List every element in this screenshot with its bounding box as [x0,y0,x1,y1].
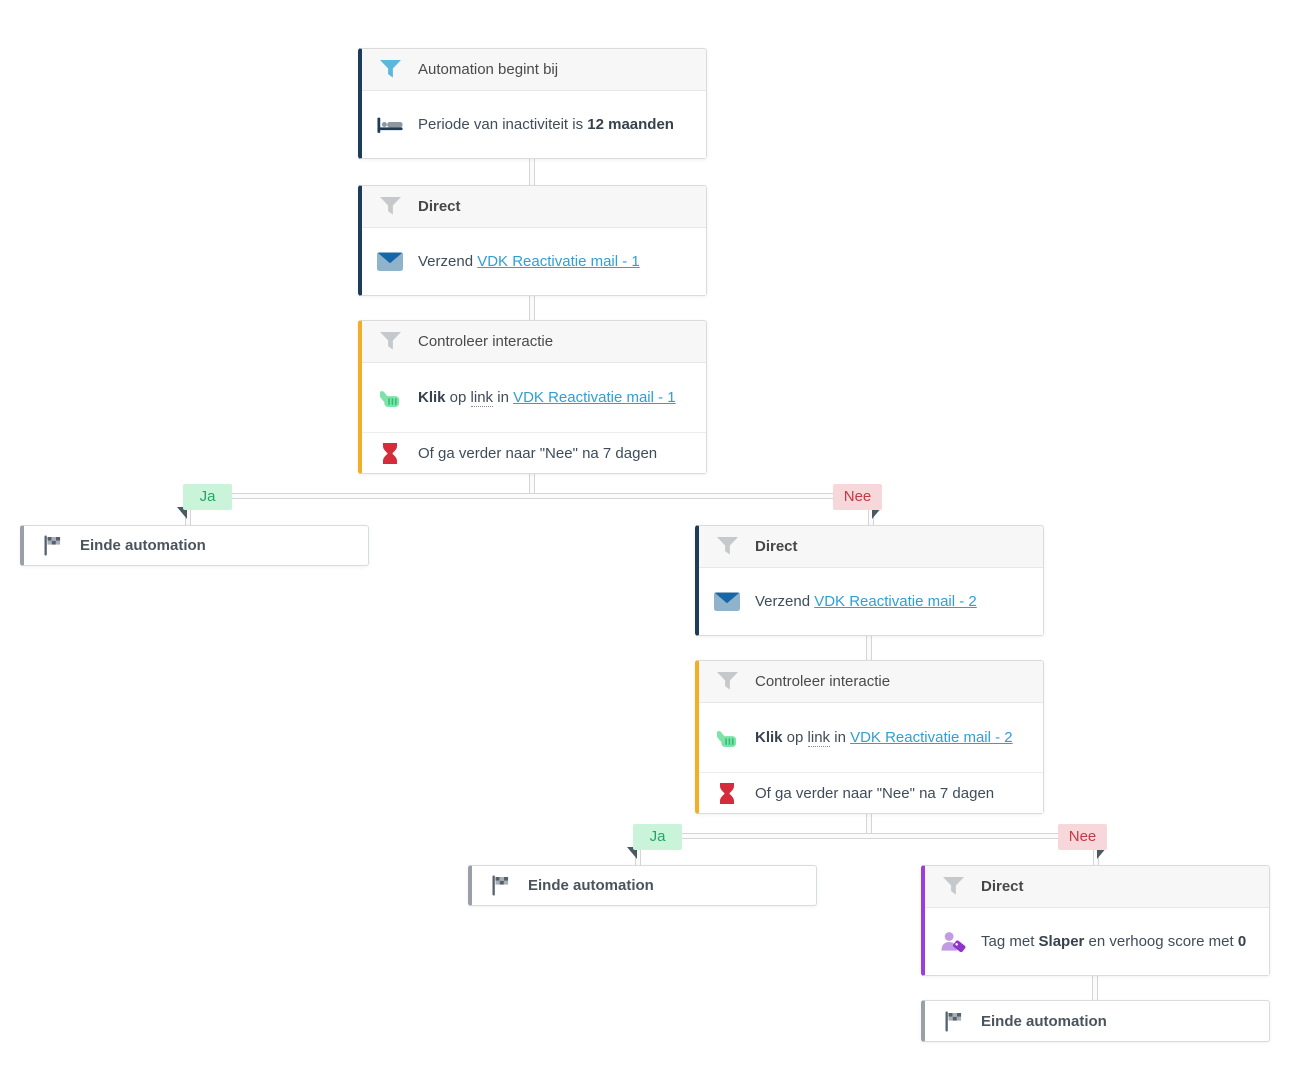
arrow-down-icon [177,507,187,519]
funnel-icon [377,59,403,80]
node-end-automation-left[interactable]: Einde automation [20,525,369,566]
arrow-down-icon [627,847,637,859]
tag-action-text: Tag met Slaper en verhoog score met 0 [981,933,1247,950]
branch1-no-label: Nee [833,484,882,510]
email-link[interactable]: VDK Reactivatie mail - 1 [477,253,640,270]
node-header: Direct [699,526,1043,568]
branch2-no-label: Nee [1058,824,1107,850]
node-automation-start[interactable]: Automation begint bij Periode van inacti… [358,48,707,159]
email-link[interactable]: VDK Reactivatie mail - 2 [850,729,1013,746]
click-condition-text: Klik op link in VDK Reactivatie mail - 2 [755,729,1013,747]
node-end-automation-bottom[interactable]: Einde automation [921,1000,1270,1042]
node-header: Automation begint bij [362,49,706,91]
node-header: Controleer interactie [699,661,1043,703]
click-condition-row: Klik op link in VDK Reactivatie mail - 1 [362,363,706,432]
node-header: Direct [925,866,1269,908]
checkered-flag-icon [487,875,513,896]
envelope-icon [377,252,403,271]
send-text: Verzend VDK Reactivatie mail - 2 [755,593,977,610]
node-title: Controleer interactie [418,333,554,350]
checkered-flag-icon [940,1011,966,1032]
click-hand-icon [714,727,740,748]
node-header: Direct [362,186,706,228]
connector-check2-branch [866,812,872,835]
connector-direct2-check2 [866,634,872,660]
end-label: Einde automation [528,877,654,894]
envelope-icon [714,592,740,611]
node-body: Tag met Slaper en verhoog score met 0 [925,908,1269,975]
node-send-mail-1[interactable]: Direct Verzend VDK Reactivatie mail - 1 [358,185,707,296]
node-title: Automation begint bij [418,61,559,78]
node-check-interaction-1[interactable]: Controleer interactie Klik op link in VD… [358,320,707,474]
wait-condition-text: Of ga verder naar "Nee" na 7 dagen [418,444,658,462]
click-condition-row: Klik op link in VDK Reactivatie mail - 2 [699,703,1043,772]
connector-direct1-check1 [529,294,535,320]
node-header: Controleer interactie [362,321,706,363]
connector-check1-branch [529,472,535,495]
node-check-interaction-2[interactable]: Controleer interactie Klik op link in VD… [695,660,1044,814]
node-title: Direct [981,878,1024,895]
contact-tag-icon [940,931,966,952]
funnel-icon [714,536,740,557]
click-hand-icon [377,387,403,408]
trigger-text: Periode van inactiviteit is 12 maanden [418,116,674,133]
branch2-horizontal-line [635,833,1099,839]
branch1-horizontal-line [185,493,874,499]
hourglass-icon [714,782,740,804]
node-body: Verzend VDK Reactivatie mail - 2 [699,568,1043,635]
node-body: Verzend VDK Reactivatie mail - 1 [362,228,706,295]
wait-condition-row: Of ga verder naar "Nee" na 7 dagen [699,772,1043,813]
bed-icon [377,115,403,135]
end-label: Einde automation [981,1012,1107,1030]
funnel-icon [714,671,740,692]
node-title: Direct [418,198,461,215]
node-body: Periode van inactiviteit is 12 maanden [362,91,706,158]
node-tag-contact[interactable]: Direct Tag met Slaper en verhoog score m… [921,865,1270,976]
node-send-mail-2[interactable]: Direct Verzend VDK Reactivatie mail - 2 [695,525,1044,636]
node-end-automation-middle[interactable]: Einde automation [468,865,817,906]
email-link[interactable]: VDK Reactivatie mail - 1 [513,389,676,406]
funnel-icon [377,331,403,352]
hourglass-icon [377,442,403,464]
wait-condition-row: Of ga verder naar "Nee" na 7 dagen [362,432,706,473]
arrow-down-icon [872,507,882,519]
branch1-yes-label: Ja [183,484,232,510]
funnel-icon [377,196,403,217]
click-condition-text: Klik op link in VDK Reactivatie mail - 1 [418,389,676,407]
funnel-icon [940,876,966,897]
wait-condition-text: Of ga verder naar "Nee" na 7 dagen [755,784,995,802]
end-label: Einde automation [80,537,206,554]
node-title: Controleer interactie [755,673,891,690]
node-title: Direct [755,538,798,555]
branch2-yes-label: Ja [633,824,682,850]
connector-tag-end [1092,974,1098,1000]
email-link[interactable]: VDK Reactivatie mail - 2 [814,593,977,610]
send-text: Verzend VDK Reactivatie mail - 1 [418,253,640,270]
arrow-down-icon [1097,847,1107,859]
connector-start-direct1 [529,158,535,185]
checkered-flag-icon [39,535,65,556]
